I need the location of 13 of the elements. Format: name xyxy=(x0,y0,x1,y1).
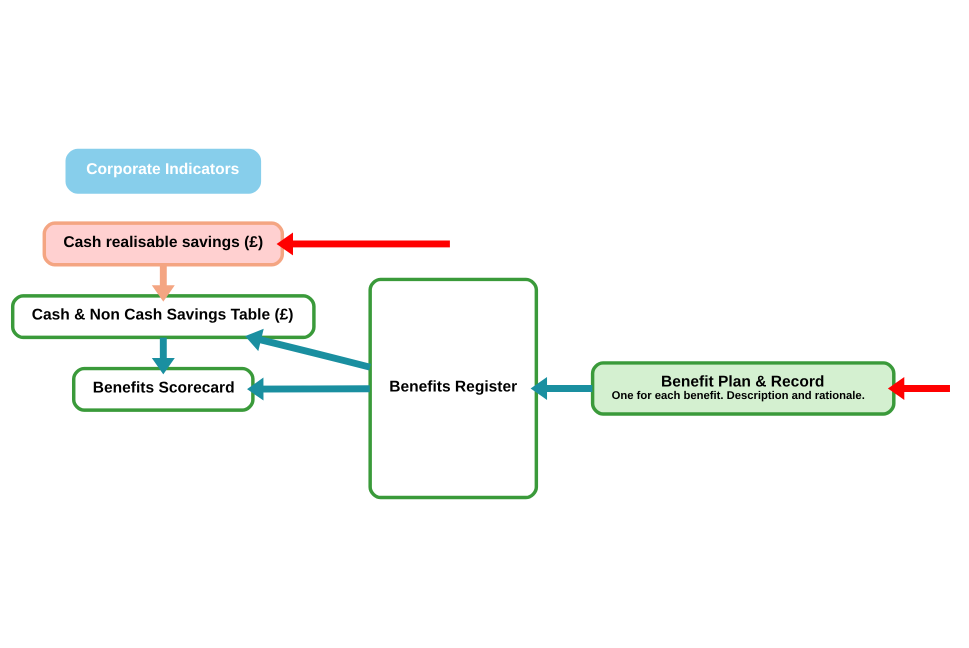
node-box: Benefits Scorecard xyxy=(72,366,255,412)
arrow xyxy=(245,328,371,371)
node-box: Cash & Non Cash Savings Table (£) xyxy=(10,294,316,340)
arrow xyxy=(152,264,175,302)
node-box: Corporate Indicators xyxy=(66,148,262,194)
node-box: Benefits Register xyxy=(368,278,538,500)
node-box: Benefit Plan & Record One for each benefit. Description and rationale. xyxy=(590,361,896,416)
arrow xyxy=(276,232,450,256)
arrow xyxy=(152,338,175,374)
arrow xyxy=(888,376,950,400)
arrow xyxy=(530,376,592,400)
arrow xyxy=(247,378,370,401)
node-box: Cash realisable savings (£) xyxy=(42,221,284,266)
